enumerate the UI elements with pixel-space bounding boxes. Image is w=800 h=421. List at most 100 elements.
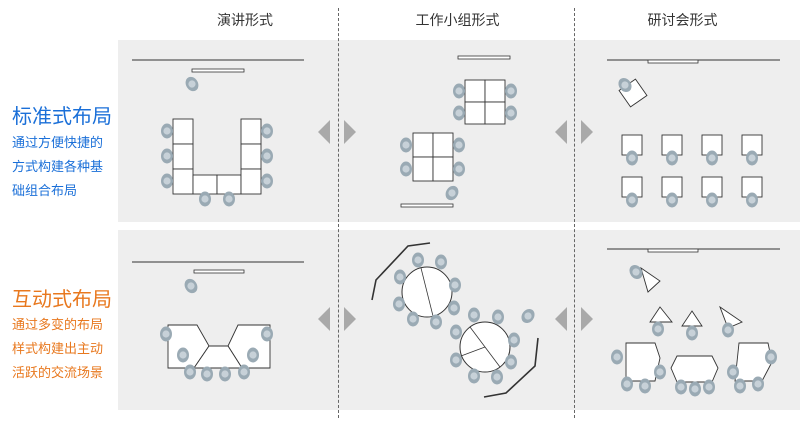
- table-divider: [460, 346, 486, 357]
- chair: [703, 379, 715, 395]
- arrow-left-icon: [555, 307, 567, 331]
- desk: [484, 79, 506, 103]
- desk: [192, 174, 218, 195]
- desk: [464, 101, 486, 125]
- column-separator: [338, 8, 339, 418]
- chair: [453, 137, 465, 153]
- chair: [666, 150, 678, 166]
- chair: [689, 381, 701, 397]
- chair: [706, 150, 718, 166]
- description-line: 通过多变的布局: [12, 318, 104, 333]
- desk: [432, 156, 454, 182]
- lectern: [457, 55, 511, 60]
- chair: [626, 192, 638, 208]
- chair: [450, 324, 462, 340]
- chair: [400, 137, 412, 153]
- desk: [240, 118, 262, 145]
- arrow-right-icon: [344, 120, 356, 144]
- description-line: 活跃的交流场景: [12, 366, 104, 381]
- chair: [706, 192, 718, 208]
- chair: [611, 349, 623, 365]
- chair: [219, 366, 231, 382]
- chair: [505, 105, 517, 121]
- chair: [654, 364, 666, 380]
- chair: [407, 311, 419, 327]
- chair: [448, 300, 460, 316]
- description-line: 样式构建出主动: [12, 342, 104, 357]
- partition-wall: [483, 337, 539, 398]
- chair: [639, 378, 651, 394]
- arrow-pair: [318, 120, 356, 144]
- desk: [681, 310, 703, 327]
- chair: [160, 326, 172, 342]
- chair: [450, 352, 462, 368]
- row-description-standard: 通过方便快捷的 方式构建各种基 础组合布局: [12, 132, 103, 204]
- chair: [468, 368, 480, 384]
- chair: [393, 296, 405, 312]
- chair: [491, 369, 503, 385]
- chair: [430, 314, 442, 330]
- chair: [201, 366, 213, 382]
- plan-standard-workgroup: [400, 55, 517, 208]
- chair: [261, 148, 273, 164]
- description-line: 方式构建各种基: [12, 160, 104, 175]
- chair: [412, 252, 424, 268]
- chair: [247, 347, 259, 363]
- lectern: [647, 248, 699, 253]
- description-line: 通过方便快捷的: [12, 136, 104, 151]
- desk: [172, 168, 194, 195]
- desk: [172, 143, 194, 170]
- chair: [177, 347, 189, 363]
- arrow-right-icon: [581, 120, 593, 144]
- desk: [719, 305, 743, 329]
- plan-interactive-workgroup: [371, 242, 539, 398]
- row-description-interactive: 通过多变的布局 样式构建出主动 活跃的交流场景: [12, 314, 103, 386]
- chair: [161, 173, 173, 189]
- chair: [261, 173, 273, 189]
- lectern: [647, 59, 699, 64]
- chair: [238, 364, 250, 380]
- arrow-left-icon: [318, 307, 330, 331]
- chair: [223, 191, 235, 207]
- chair: [184, 364, 196, 380]
- chair: [626, 150, 638, 166]
- chair: [468, 307, 480, 323]
- lectern: [191, 68, 245, 73]
- plan-interactive-lecture: [132, 261, 304, 382]
- row-title-standard: 标准式布局: [12, 104, 112, 128]
- row-title-interactive: 互动式布局: [12, 287, 112, 311]
- chair: [199, 191, 211, 207]
- chair: [400, 161, 412, 177]
- arrow-left-icon: [318, 120, 330, 144]
- description-line: 础组合布局: [12, 184, 78, 199]
- arrow-pair: [318, 307, 356, 331]
- column-header-lecture: 演讲形式: [217, 13, 273, 29]
- chair: [746, 150, 758, 166]
- chair: [261, 123, 273, 139]
- chair: [453, 105, 465, 121]
- chair: [666, 192, 678, 208]
- desk: [432, 132, 454, 158]
- chair: [675, 379, 687, 395]
- chair: [505, 83, 517, 99]
- column-header-seminar: 研讨会形式: [647, 13, 718, 29]
- chair: [765, 349, 777, 365]
- arrow-pair: [555, 120, 593, 144]
- chair: [435, 254, 447, 270]
- arrow-left-icon: [555, 120, 567, 144]
- chair: [686, 325, 698, 341]
- chair: [161, 148, 173, 164]
- chair: [505, 354, 517, 370]
- lectern: [193, 269, 245, 274]
- chair: [621, 376, 633, 392]
- desk: [412, 132, 434, 158]
- speaker-chair: [183, 74, 201, 94]
- speaker-chair: [518, 306, 538, 326]
- desk: [412, 156, 434, 182]
- desk: [240, 143, 262, 170]
- chair: [449, 277, 461, 293]
- chair: [752, 376, 764, 392]
- desk-cluster: [734, 342, 773, 382]
- desk: [640, 266, 661, 293]
